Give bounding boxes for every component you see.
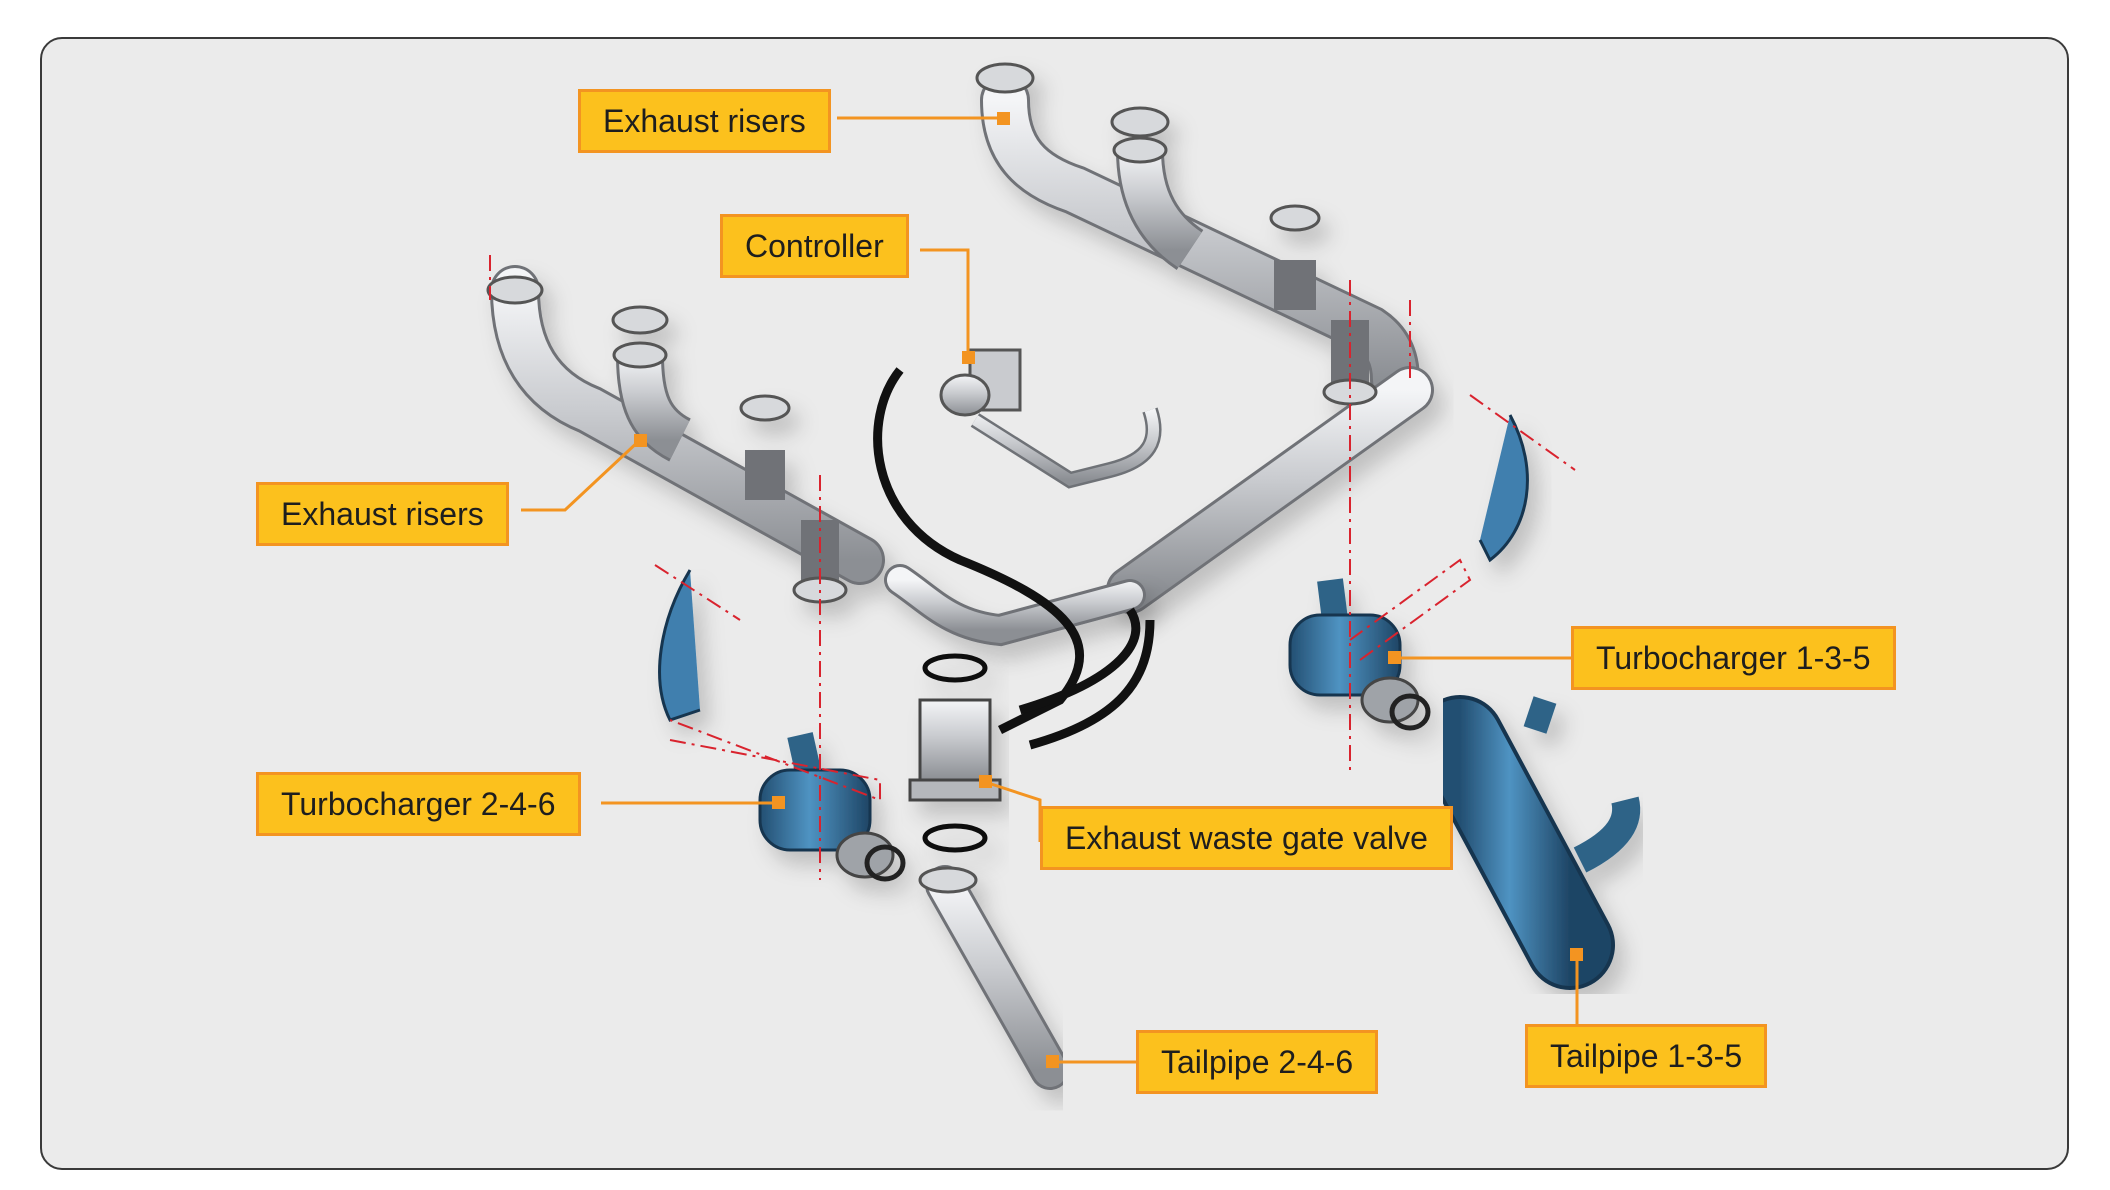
label-turbocharger-246: Turbocharger 2-4-6 bbox=[256, 772, 581, 836]
tailpipe-246-drawing bbox=[918, 865, 1070, 1090]
label-tailpipe-135: Tailpipe 1-3-5 bbox=[1525, 1024, 1768, 1088]
waste-gate-valve-drawing bbox=[908, 653, 1002, 853]
turbocharger-246-drawing bbox=[658, 569, 906, 882]
leader-line-anchors bbox=[634, 112, 1583, 1068]
tailpipe-135-drawing bbox=[1415, 695, 1641, 990]
left-exhaust-manifold bbox=[486, 265, 1146, 647]
controller-assembly bbox=[873, 348, 1162, 750]
right-exhaust-manifold bbox=[975, 62, 1434, 614]
label-exhaust-waste-gate-valve: Exhaust waste gate valve bbox=[1040, 806, 1453, 870]
assembly-centerlines bbox=[489, 255, 1576, 880]
label-exhaust-risers-left: Exhaust risers bbox=[256, 482, 509, 546]
label-controller: Controller bbox=[720, 214, 909, 278]
turbocharger-135-drawing bbox=[1288, 414, 1529, 731]
label-exhaust-risers-top: Exhaust risers bbox=[578, 89, 831, 153]
label-tailpipe-246: Tailpipe 2-4-6 bbox=[1136, 1030, 1379, 1094]
label-turbocharger-135: Turbocharger 1-3-5 bbox=[1571, 626, 1896, 690]
